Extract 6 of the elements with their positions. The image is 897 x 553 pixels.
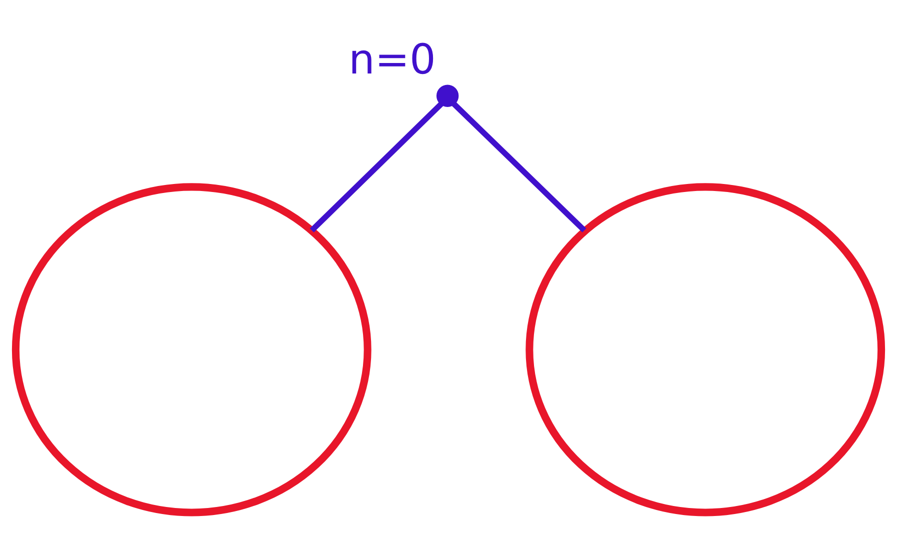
node-oval bbox=[526, 183, 886, 516]
node-oval bbox=[12, 183, 372, 516]
node-circle bbox=[436, 84, 459, 107]
connector bbox=[310, 102, 444, 232]
node-label: n=0 bbox=[348, 36, 436, 84]
connector bbox=[452, 102, 586, 232]
